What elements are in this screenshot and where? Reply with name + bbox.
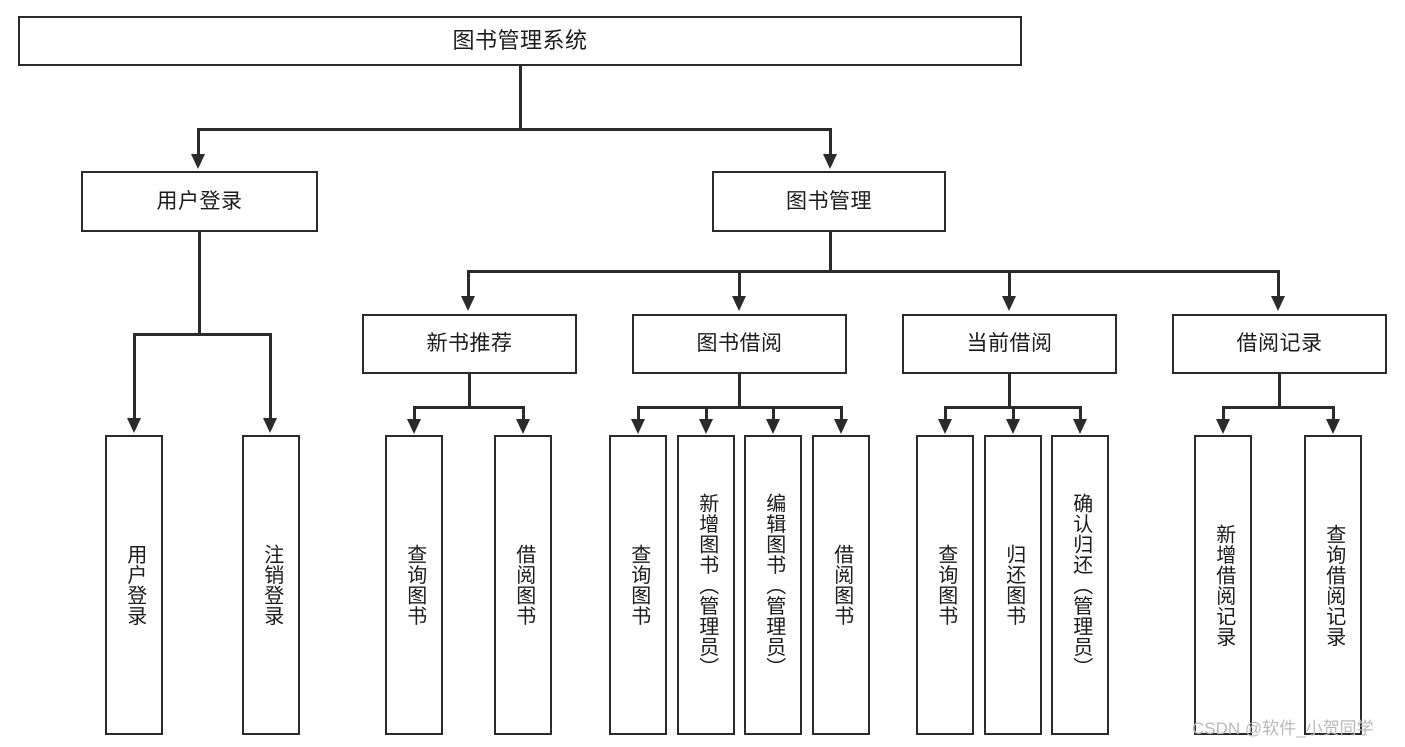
node-label: 借阅图书	[512, 544, 535, 626]
arrow-to-book-borrow	[732, 296, 746, 311]
node-leaf-add-record[interactable]: 新增借阅记录	[1194, 435, 1252, 735]
node-leaf-confirm-return[interactable]: 确认归还（管理员）	[1051, 435, 1109, 735]
node-label: 新增借阅记录	[1212, 523, 1235, 647]
edge-nbr-drop-1	[413, 406, 416, 420]
node-label: 用户登录	[156, 189, 243, 213]
node-leaf-query-book-1[interactable]: 查询图书	[385, 435, 443, 735]
edge-cb-drop-1	[944, 406, 947, 420]
edge-br-drop-1	[1222, 406, 1225, 420]
node-label: 图书管理系统	[452, 27, 588, 53]
node-label: 用户登录	[123, 544, 146, 626]
edge-bb-drop-1	[637, 406, 640, 420]
arrow-leaf-query-book-2	[631, 419, 645, 434]
arrow-leaf-add-record	[1216, 419, 1230, 434]
arrow-to-borrow-record	[1271, 296, 1285, 311]
edge-user-login-drop-1	[133, 333, 136, 419]
edge-book-management-stem	[829, 232, 832, 271]
edge-current-borrow-stem	[1008, 374, 1011, 408]
node-new-book-recommend[interactable]: 新书推荐	[362, 314, 577, 374]
edge-borrow-record-bus	[1222, 406, 1335, 409]
edge-bb-drop-2	[705, 406, 708, 420]
node-leaf-logout-login[interactable]: 注销登录	[242, 435, 300, 735]
node-root-book-management-system[interactable]: 图书管理系统	[18, 16, 1022, 66]
edge-to-user-login	[197, 128, 200, 156]
edge-root-stem	[519, 66, 522, 129]
edge-cb-drop-2	[1012, 406, 1015, 420]
node-label: 借阅图书	[830, 544, 853, 626]
edge-cb-drop-3	[1079, 406, 1082, 420]
edge-new-book-recommend-bus	[413, 406, 525, 409]
node-label: 注销登录	[260, 544, 283, 626]
node-leaf-query-record[interactable]: 查询借阅记录	[1304, 435, 1362, 735]
node-label: 查询图书	[403, 544, 426, 626]
edge-br-drop-2	[1332, 406, 1335, 420]
node-label: 新增图书（管理员）	[695, 492, 718, 678]
node-leaf-user-login[interactable]: 用户登录	[105, 435, 163, 735]
arrow-to-new-book-recommend	[461, 296, 475, 311]
arrow-leaf-logout-login	[263, 418, 277, 433]
arrow-leaf-confirm-return	[1073, 419, 1087, 434]
node-label: 新书推荐	[426, 332, 513, 356]
edge-level3-bus	[467, 270, 1279, 273]
arrow-leaf-query-book-1	[407, 419, 421, 434]
node-label: 图书管理	[786, 189, 872, 213]
node-leaf-edit-book[interactable]: 编辑图书（管理员）	[744, 435, 802, 735]
edge-to-new-book-recommend	[467, 270, 470, 297]
node-label: 借阅记录	[1236, 332, 1323, 356]
node-label: 查询图书	[627, 544, 650, 626]
node-user-login[interactable]: 用户登录	[81, 171, 318, 232]
arrow-leaf-edit-book	[766, 419, 780, 434]
node-leaf-borrow-book-1[interactable]: 借阅图书	[494, 435, 552, 735]
node-book-borrow[interactable]: 图书借阅	[632, 314, 847, 374]
node-label: 当前借阅	[966, 332, 1053, 356]
node-leaf-query-book-2[interactable]: 查询图书	[609, 435, 667, 735]
node-label: 查询借阅记录	[1322, 523, 1345, 647]
node-leaf-add-book[interactable]: 新增图书（管理员）	[677, 435, 735, 735]
arrow-to-book-management	[823, 154, 837, 169]
node-leaf-query-book-3[interactable]: 查询图书	[916, 435, 974, 735]
node-current-borrow[interactable]: 当前借阅	[902, 314, 1117, 374]
edge-nbr-drop-2	[522, 406, 525, 420]
node-label: 编辑图书（管理员）	[762, 492, 785, 678]
arrow-leaf-borrow-book-2	[834, 419, 848, 434]
arrow-leaf-user-login	[127, 418, 141, 433]
arrow-to-current-borrow	[1002, 296, 1016, 311]
edge-book-borrow-bus	[637, 406, 842, 409]
edge-user-login-stem	[198, 232, 201, 334]
edge-bb-drop-3	[772, 406, 775, 420]
arrow-leaf-borrow-book-1	[516, 419, 530, 434]
edge-level2-bus	[197, 128, 832, 131]
edge-book-borrow-stem	[738, 374, 741, 408]
node-leaf-return-book[interactable]: 归还图书	[984, 435, 1042, 735]
node-book-management[interactable]: 图书管理	[712, 171, 946, 232]
edge-to-current-borrow	[1008, 270, 1011, 297]
edge-user-login-drop-2	[269, 333, 272, 419]
edge-user-login-bus	[133, 333, 270, 336]
edge-new-book-recommend-stem	[468, 374, 471, 408]
edge-to-book-borrow	[738, 270, 741, 297]
edge-to-borrow-record	[1277, 270, 1280, 297]
node-label: 图书借阅	[696, 332, 783, 356]
node-leaf-borrow-book-2[interactable]: 借阅图书	[812, 435, 870, 735]
node-label: 查询图书	[934, 544, 957, 626]
watermark-text: CSDN @软件_小贺同学	[1192, 719, 1374, 738]
arrow-leaf-add-book	[699, 419, 713, 434]
arrow-leaf-query-record	[1326, 419, 1340, 434]
arrow-to-user-login	[191, 154, 205, 169]
arrow-leaf-query-book-3	[938, 419, 952, 434]
edge-to-book-management	[829, 128, 832, 156]
node-borrow-record[interactable]: 借阅记录	[1172, 314, 1387, 374]
edge-borrow-record-stem	[1278, 374, 1281, 408]
csdn-watermark: CSDN @软件_小贺同学	[1192, 714, 1374, 739]
node-label: 归还图书	[1002, 544, 1025, 626]
edge-bb-drop-4	[840, 406, 843, 420]
node-label: 确认归还（管理员）	[1069, 492, 1092, 678]
arrow-leaf-return-book	[1006, 419, 1020, 434]
